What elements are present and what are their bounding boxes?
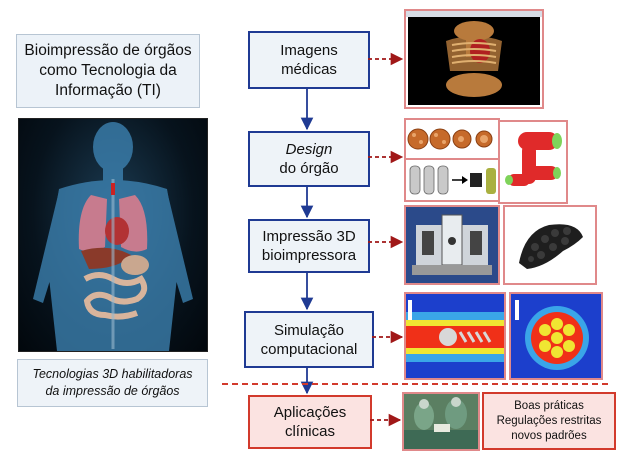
- step-medical-images-label: Imagens médicas: [280, 42, 338, 78]
- step-organ-design-label: do órgão: [279, 160, 339, 177]
- caption-text: Tecnologias 3D habilitadoras da impressã…: [32, 367, 193, 398]
- flow-simulation-thumbnail: [404, 292, 506, 380]
- step-organ-design-label-italic: Design: [285, 141, 333, 158]
- bioprinter-thumbnail: [404, 205, 500, 285]
- diagram-title: Bioimpressão de órgãos como Tecnologia d…: [24, 42, 192, 99]
- step-3d-printing-label: Impressão 3D bioimpressora: [261, 228, 357, 264]
- step-organ-design: Design do órgão: [248, 131, 370, 187]
- good-practices-label: Boas práticas Regulações restritas novos…: [496, 399, 602, 442]
- ct-scan-thumbnail: [404, 9, 544, 109]
- surgery-photo-thumbnail: [402, 392, 480, 451]
- step-3d-printing: Impressão 3D bioimpressora: [248, 219, 370, 273]
- vascular-organ-model-thumbnail: [498, 120, 568, 204]
- step-medical-images: Imagens médicas: [248, 31, 370, 89]
- cross-section-simulation-thumbnail: [509, 292, 603, 380]
- clinical-applications-box: Aplicações clínicas: [248, 395, 372, 449]
- step-computational-simulation: Simulação computacional: [244, 311, 374, 368]
- title-box: Bioimpressão de órgãos como Tecnologia d…: [16, 34, 200, 108]
- clinical-applications-label: Aplicações clínicas: [273, 404, 347, 440]
- printed-organ-thumbnail: [503, 205, 597, 285]
- step-computational-simulation-label: Simulação computacional: [260, 321, 358, 358]
- good-practices-box: Boas práticas Regulações restritas novos…: [482, 392, 616, 450]
- caption-box: Tecnologias 3D habilitadoras da impressã…: [17, 359, 208, 407]
- scaffold-cylinders-thumbnail: [404, 118, 500, 160]
- human-anatomy-image: [18, 118, 208, 352]
- scaffold-assembly-thumbnail: [404, 158, 500, 202]
